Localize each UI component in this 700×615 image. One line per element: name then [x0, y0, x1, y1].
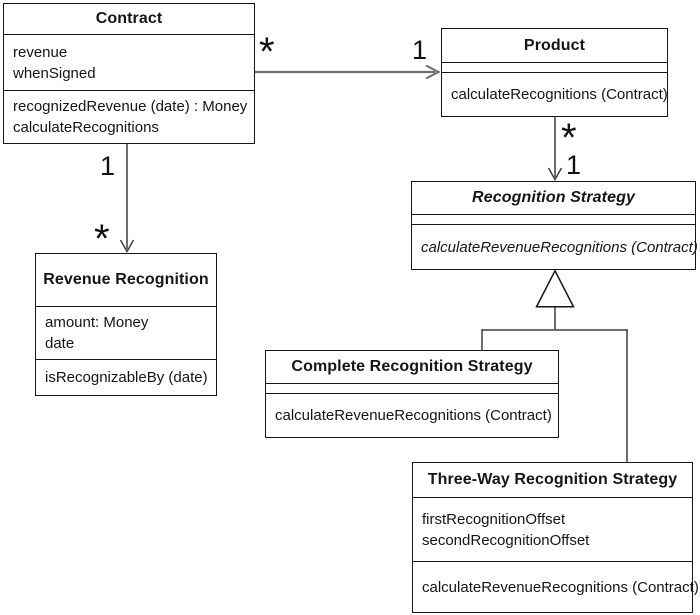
multiplicity-product-strategy-target: 1 [566, 150, 582, 180]
class-contract-methods: recognizedRevenue (date) : Money calcula… [4, 90, 254, 143]
class-contract-title: Contract [95, 10, 163, 27]
class-revenue-recognition-attributes: amount: Money date [36, 306, 216, 359]
class-three-way-recognition-strategy: Three-Way Recognition Strategy firstReco… [412, 462, 699, 613]
attribute-line: date [45, 335, 75, 352]
class-revenue-recognition-methods: isRecognizableBy (date) [36, 359, 216, 395]
class-revenue-recognition: Revenue Recognition amount: Money date i… [35, 253, 217, 396]
multiplicity-contract-product-source: * [259, 30, 275, 74]
attribute-line: secondRecognitionOffset [422, 531, 590, 549]
class-recognition-strategy-attributes-empty [412, 214, 695, 224]
method-line: isRecognizableBy (date) [45, 369, 208, 386]
method-line: calculateRecognitions (Contract) [451, 86, 668, 103]
class-complete-recognition-strategy: Complete Recognition Strategy calculateR… [265, 350, 559, 438]
open-arrowhead-down-icon [119, 239, 135, 254]
class-complete-recognition-strategy-attributes-empty [266, 383, 558, 393]
class-contract: Contract revenue whenSigned recognizedRe… [3, 3, 255, 144]
hollow-triangle-icon [535, 269, 575, 308]
class-three-way-recognition-strategy-title: Three-Way Recognition Strategy [427, 471, 678, 488]
method-line: calculateRecognitions [13, 119, 159, 136]
class-three-way-recognition-strategy-methods: calculateRevenueRecognitions (Contract) [413, 561, 699, 612]
multiplicity-contract-revenue-source: 1 [100, 151, 116, 181]
class-product: Product calculateRecognitions (Contract) [441, 28, 668, 117]
association-product-recognition-strategy [547, 117, 563, 182]
open-arrowhead-down-icon [547, 167, 563, 182]
method-line: calculateRevenueRecognitions (Contract) [421, 238, 698, 256]
class-revenue-recognition-title: Revenue Recognition [43, 271, 209, 288]
association-contract-product [255, 64, 441, 80]
class-product-methods: calculateRecognitions (Contract) [442, 72, 668, 116]
class-three-way-recognition-strategy-attributes: firstRecognitionOffset secondRecognition… [413, 497, 692, 561]
class-complete-recognition-strategy-methods: calculateRevenueRecognitions (Contract) [266, 393, 558, 437]
class-recognition-strategy: Recognition Strategy calculateRevenueRec… [411, 181, 698, 270]
method-line: calculateRevenueRecognitions (Contract) [275, 407, 552, 424]
method-line: recognizedRevenue (date) : Money [13, 98, 248, 115]
open-arrowhead-right-icon [425, 64, 441, 80]
attribute-line: revenue [13, 43, 68, 61]
class-product-attributes-empty [442, 62, 667, 72]
class-product-title: Product [523, 36, 586, 54]
class-complete-recognition-strategy-title: Complete Recognition Strategy [291, 358, 533, 375]
class-recognition-strategy-methods: calculateRevenueRecognitions (Contract) [412, 224, 698, 269]
attribute-line: firstRecognitionOffset [422, 510, 566, 528]
class-contract-attributes: revenue whenSigned [4, 34, 254, 90]
method-line: calculateRevenueRecognitions (Contract) [422, 578, 699, 596]
multiplicity-contract-revenue-target: * [94, 217, 110, 261]
attribute-line: amount: Money [45, 314, 149, 331]
attribute-line: whenSigned [13, 64, 96, 82]
multiplicity-contract-product-target: 1 [412, 35, 428, 65]
association-contract-revenue-recognition [119, 144, 135, 254]
multiplicity-product-strategy-source: * [561, 116, 577, 160]
class-recognition-strategy-title: Recognition Strategy [472, 189, 635, 206]
